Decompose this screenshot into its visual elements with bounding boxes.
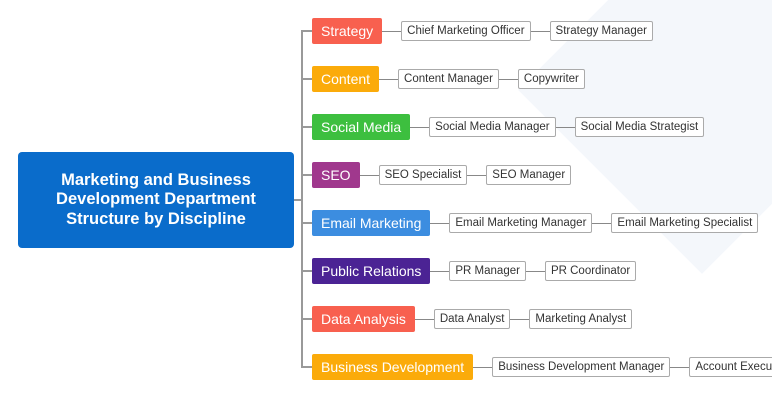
role-node[interactable]: SEO Specialist [378, 165, 468, 185]
child-connector [510, 318, 530, 320]
role-node[interactable]: Social Media Strategist [574, 117, 705, 137]
role-node[interactable]: Marketing Analyst [529, 309, 633, 329]
branch-row: Email Marketing Email Marketing Manager Em… [301, 210, 759, 236]
role-node[interactable]: Content Manager [398, 69, 499, 89]
role-node[interactable]: PR Coordinator [544, 261, 637, 281]
branch-connector [301, 366, 312, 368]
branch-row: Business Development Business Development… [301, 354, 772, 380]
role-node[interactable]: SEO Manager [486, 165, 572, 185]
child-connector [467, 174, 487, 176]
root-connector [294, 199, 302, 201]
branch-row: Public Relations PR Manager PR Coordinator [301, 258, 637, 284]
branch-row: SEO SEO Specialist SEO Manager [301, 162, 572, 188]
role-node[interactable]: Chief Marketing Officer [401, 21, 531, 41]
category-node[interactable]: SEO [312, 162, 360, 188]
branch-connector [301, 270, 312, 272]
child-connector [498, 78, 518, 80]
branch-row: Content Content Manager Copywriter [301, 66, 585, 92]
branch-row: Social Media Social Media Manager Social M… [301, 114, 705, 140]
child-connector [530, 30, 550, 32]
child-connector [414, 318, 434, 320]
trunk-connector [301, 31, 315, 367]
role-node[interactable]: Strategy Manager [549, 21, 653, 41]
child-connector [473, 366, 493, 368]
branch-row: Data Analysis Data Analyst Marketing Analy… [301, 306, 633, 332]
role-node[interactable]: Data Analyst [433, 309, 511, 329]
child-connector [430, 270, 450, 272]
category-node[interactable]: Public Relations [312, 258, 431, 284]
role-node[interactable]: PR Manager [449, 261, 526, 281]
role-node[interactable]: Email Marketing Manager [449, 213, 593, 233]
branch-row: Strategy Chief Marketing Officer Strategy … [301, 18, 653, 44]
role-node[interactable]: Social Media Manager [429, 117, 556, 137]
child-connector [592, 222, 612, 224]
child-connector [525, 270, 545, 272]
role-node[interactable]: Account Executive [689, 357, 772, 377]
category-node[interactable]: Content [312, 66, 380, 92]
role-node[interactable]: Email Marketing Specialist [611, 213, 759, 233]
child-connector [359, 174, 379, 176]
branch-connector [301, 318, 312, 320]
role-node[interactable]: Business Development Manager [492, 357, 671, 377]
category-node[interactable]: Social Media [312, 114, 411, 140]
role-node[interactable]: Copywriter [517, 69, 585, 89]
child-connector [670, 366, 690, 368]
child-connector [410, 126, 430, 128]
category-node[interactable]: Business Development [312, 354, 474, 380]
child-connector [379, 78, 399, 80]
root-title: Marketing and Business Development Depar… [56, 170, 256, 228]
root-node[interactable]: Marketing and Business Development Depar… [18, 152, 294, 248]
category-node[interactable]: Data Analysis [312, 306, 415, 332]
category-node[interactable]: Email Marketing [312, 210, 431, 236]
child-connector [382, 30, 402, 32]
branch-connector [301, 222, 312, 224]
child-connector [555, 126, 575, 128]
branch-connector [301, 30, 312, 32]
branch-connector [301, 174, 312, 176]
branch-connector [301, 126, 312, 128]
branch-connector [301, 78, 312, 80]
category-node[interactable]: Strategy [312, 18, 383, 44]
child-connector [430, 222, 450, 224]
